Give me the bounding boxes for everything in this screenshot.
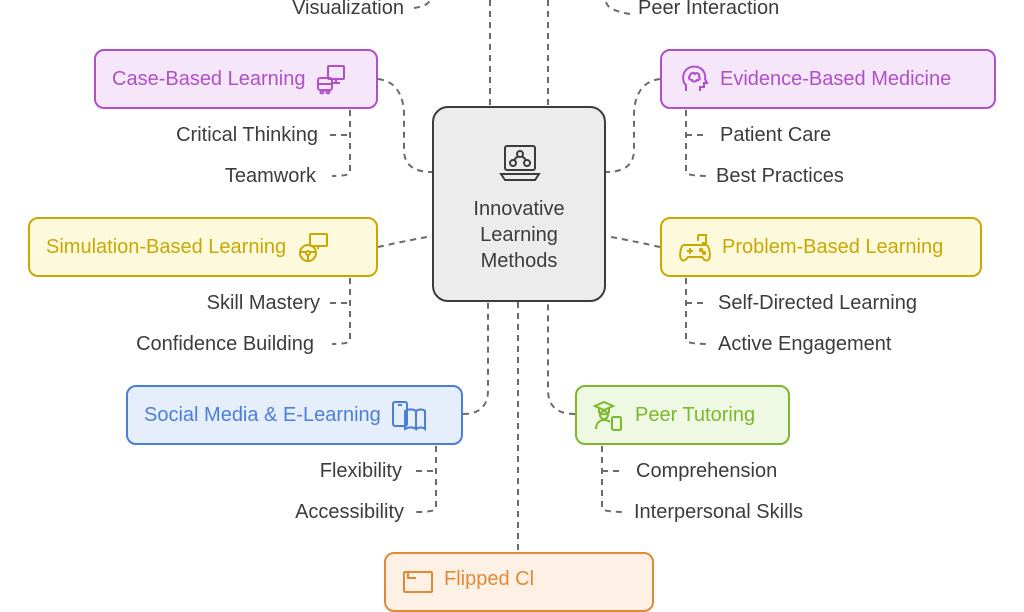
sub-comprehension: Comprehension bbox=[636, 460, 778, 482]
node-title: Case-Based Learning bbox=[112, 67, 306, 90]
node-evidence-based-medicine: Evidence-Based Medicine bbox=[660, 49, 996, 109]
sub-active-engagement: Active Engagement bbox=[718, 333, 892, 355]
sub-patient-care: Patient Care bbox=[720, 124, 832, 146]
node-title: Evidence-Based Medicine bbox=[720, 67, 952, 90]
laptop-network-icon bbox=[499, 142, 541, 189]
gamepad-icon bbox=[678, 231, 712, 263]
sub-self-directed-learning: Self-Directed Learning bbox=[718, 292, 917, 314]
node-case-based-learning: Case-Based Learning bbox=[94, 49, 378, 109]
sub-flexibility: Flexibility bbox=[319, 460, 402, 482]
node-title: Flipped Cl bbox=[444, 568, 535, 590]
center-label: Innovative Learning Methods bbox=[473, 198, 565, 272]
center-node: Innovative Learning Methods bbox=[432, 106, 606, 302]
sub-critical-thinking: Critical Thinking bbox=[176, 124, 318, 146]
node-title: Simulation-Based Learning bbox=[46, 235, 287, 258]
presentation-icon bbox=[402, 568, 434, 600]
top-left-sub-label: Visualization bbox=[292, 0, 404, 19]
sub-best-practices: Best Practices bbox=[716, 165, 844, 187]
node-problem-based-learning: Problem-Based Learning bbox=[660, 217, 982, 277]
sub-interpersonal-skills: Interpersonal Skills bbox=[634, 501, 803, 523]
node-flipped-classroom: Flipped Cl bbox=[384, 552, 654, 612]
graduate-phone-icon bbox=[593, 399, 625, 431]
node-title: Peer Tutoring bbox=[635, 403, 756, 426]
brain-head-icon bbox=[678, 63, 710, 95]
top-right-sub-label: Peer Interaction bbox=[638, 0, 780, 19]
node-simulation-based-learning: Simulation-Based Learning bbox=[28, 217, 378, 277]
sub-teamwork: Teamwork bbox=[224, 165, 316, 187]
sub-skill-mastery: Skill Mastery bbox=[206, 292, 320, 314]
tablet-book-icon bbox=[391, 399, 427, 431]
node-peer-tutoring: Peer Tutoring bbox=[575, 385, 790, 445]
connector-lines bbox=[330, 0, 711, 552]
steering-wheel-screen-icon bbox=[296, 231, 330, 263]
node-title: Social Media & E-Learning bbox=[144, 403, 381, 426]
node-title: Problem-Based Learning bbox=[722, 235, 944, 258]
node-social-media-e-learning: Social Media & E-Learning bbox=[126, 385, 463, 445]
sub-confidence-building: Confidence Building bbox=[136, 333, 314, 355]
computer-bus-icon bbox=[315, 63, 347, 95]
sub-accessibility: Accessibility bbox=[295, 501, 404, 523]
